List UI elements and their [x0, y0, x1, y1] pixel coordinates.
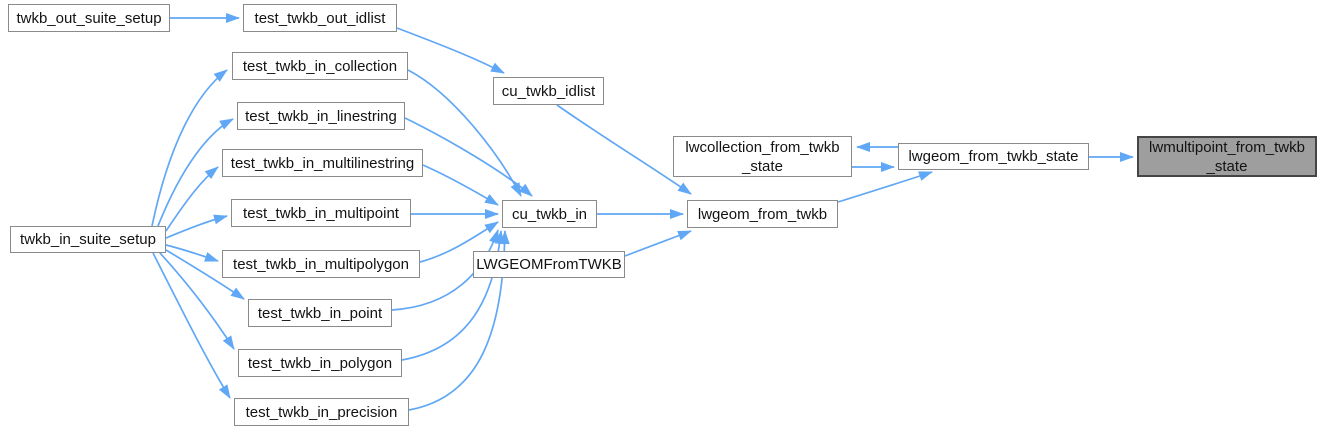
node-lwcollection_from_twkb_state[interactable]: lwcollection_from_twkb _state — [673, 136, 852, 177]
edge-twkb_in_suite_setup-to-test_twkb_in_multipoint — [165, 214, 228, 239]
node-test_twkb_in_multipoint[interactable]: test_twkb_in_multipoint — [231, 199, 411, 227]
node-lwgeom_from_twkb_state[interactable]: lwgeom_from_twkb_state — [898, 143, 1089, 170]
node-test_twkb_in_collection[interactable]: test_twkb_in_collection — [232, 52, 408, 80]
node-test_twkb_out_idlist[interactable]: test_twkb_out_idlist — [243, 4, 397, 32]
node-twkb_out_suite_setup[interactable]: twkb_out_suite_setup — [8, 4, 170, 32]
edge-test_twkb_in_linestring-to-cu_twkb_in — [404, 117, 533, 197]
node-test_twkb_in_linestring[interactable]: test_twkb_in_linestring — [237, 102, 405, 130]
node-test_twkb_in_multilinestring[interactable]: test_twkb_in_multilinestring — [222, 149, 423, 177]
edge-test_twkb_out_idlist-to-cu_twkb_idlist — [396, 27, 505, 74]
node-twkb_in_suite_setup[interactable]: twkb_in_suite_setup — [10, 226, 166, 253]
edge-twkb_in_suite_setup-to-test_twkb_in_multilinestring — [165, 166, 219, 232]
edge-test_twkb_in_multipolygon-to-cu_twkb_in — [419, 221, 499, 263]
node-cu_twkb_idlist[interactable]: cu_twkb_idlist — [493, 77, 604, 105]
node-lwmultipoint_from_twkb_state: lwmultipoint_from_twkb _state — [1137, 136, 1317, 177]
edge-twkb_in_suite_setup-to-test_twkb_in_precision — [152, 252, 231, 399]
edge-LWGEOMFromTWKB-to-lwgeom_from_twkb — [624, 230, 692, 257]
edge-twkb_in_suite_setup-to-test_twkb_in_linestring — [157, 118, 234, 227]
node-test_twkb_in_multipolygon[interactable]: test_twkb_in_multipolygon — [222, 250, 420, 278]
edge-test_twkb_in_multilinestring-to-cu_twkb_in — [422, 164, 499, 206]
edge-twkb_in_suite_setup-to-test_twkb_in_polygon — [159, 252, 235, 350]
edge-twkb_in_suite_setup-to-test_twkb_in_multipolygon — [165, 244, 219, 262]
edge-twkb_in_suite_setup-to-test_twkb_in_point — [165, 249, 245, 300]
node-cu_twkb_in[interactable]: cu_twkb_in — [502, 200, 597, 228]
edge-cu_twkb_idlist-to-lwgeom_from_twkb — [556, 104, 692, 195]
node-test_twkb_in_point[interactable]: test_twkb_in_point — [248, 299, 392, 327]
edge-test_twkb_in_point-to-cu_twkb_in — [391, 229, 499, 311]
edge-twkb_in_suite_setup-to-test_twkb_in_collection — [151, 69, 228, 227]
edge-lwgeom_from_twkb-to-lwgeom_from_twkb_state — [837, 171, 933, 203]
node-test_twkb_in_precision[interactable]: test_twkb_in_precision — [234, 398, 409, 426]
node-lwgeom_from_twkb[interactable]: lwgeom_from_twkb — [687, 200, 838, 228]
node-test_twkb_in_polygon[interactable]: test_twkb_in_polygon — [238, 349, 402, 377]
node-LWGEOMFromTWKB[interactable]: LWGEOMFromTWKB — [473, 251, 625, 278]
